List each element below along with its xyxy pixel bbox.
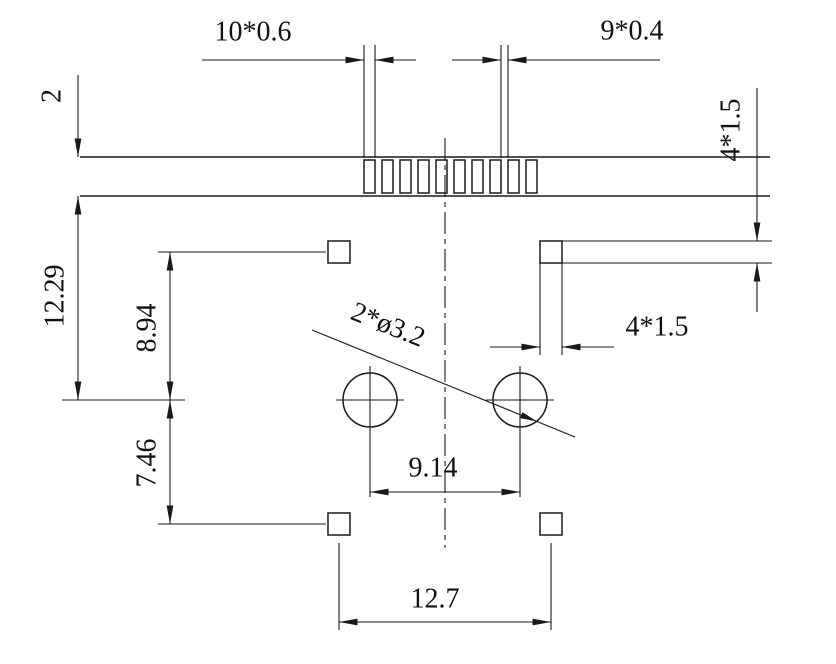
dim-label-hole-diameter: 2*ø3.2 <box>346 296 429 354</box>
dim-hole-center-to-bottom-pad: 7.46 <box>132 400 174 524</box>
dim-pad-to-hole-center: 8.94 <box>132 252 174 400</box>
dim-pad-width: 4*1.5 <box>490 312 689 351</box>
pin <box>363 159 376 194</box>
pin <box>453 159 466 194</box>
dim-label-hole-center-to-bottom-pad: 7.46 <box>132 439 163 488</box>
pad-square-top-right <box>539 240 563 264</box>
dim-label-pad-to-hole-center: 8.94 <box>132 304 163 353</box>
dim-label-hole-spacing: 9.14 <box>409 453 458 484</box>
dim-label-pin-gap: 9*0.4 <box>601 16 664 47</box>
dim-body-to-hole-center: 12.29 <box>40 196 82 400</box>
pin <box>399 159 412 194</box>
dim-hole-diameter: 2*ø3.2 <box>311 296 576 438</box>
center-lines <box>62 138 554 548</box>
dim-label-body-to-hole-center: 12.29 <box>40 265 71 328</box>
pin <box>381 159 394 194</box>
pin-row <box>363 159 538 194</box>
solder-pads <box>327 240 563 536</box>
dim-label-body-thickness: 2 <box>37 89 68 103</box>
leader-arrowhead <box>520 412 537 422</box>
dim-label-pad-height: 4*1.5 <box>716 99 747 162</box>
dim-label-pad-width: 4*1.5 <box>626 312 689 343</box>
pin <box>417 159 430 194</box>
dim-label-pin-width: 10*0.6 <box>215 17 292 48</box>
pin <box>507 159 520 194</box>
pin <box>525 159 538 194</box>
dim-pin-width: 10*0.6 <box>202 17 416 64</box>
dim-pad-height: 4*1.5 <box>716 88 761 312</box>
dim-pad-spacing: 12.7 <box>339 584 551 626</box>
connector-body <box>80 156 770 197</box>
pin <box>435 159 448 194</box>
dim-pin-gap: 9*0.4 <box>452 16 664 64</box>
pad-square-bottom-left <box>327 512 351 536</box>
pad-square-bottom-right <box>539 512 563 536</box>
pin <box>471 159 484 194</box>
pad-square-top-left <box>327 240 351 264</box>
pin <box>489 159 502 194</box>
dim-label-pad-spacing: 12.7 <box>411 584 460 615</box>
dim-body-thickness: 2 <box>37 75 82 157</box>
extension-lines <box>158 45 772 630</box>
dim-hole-spacing: 9.14 <box>370 453 520 496</box>
